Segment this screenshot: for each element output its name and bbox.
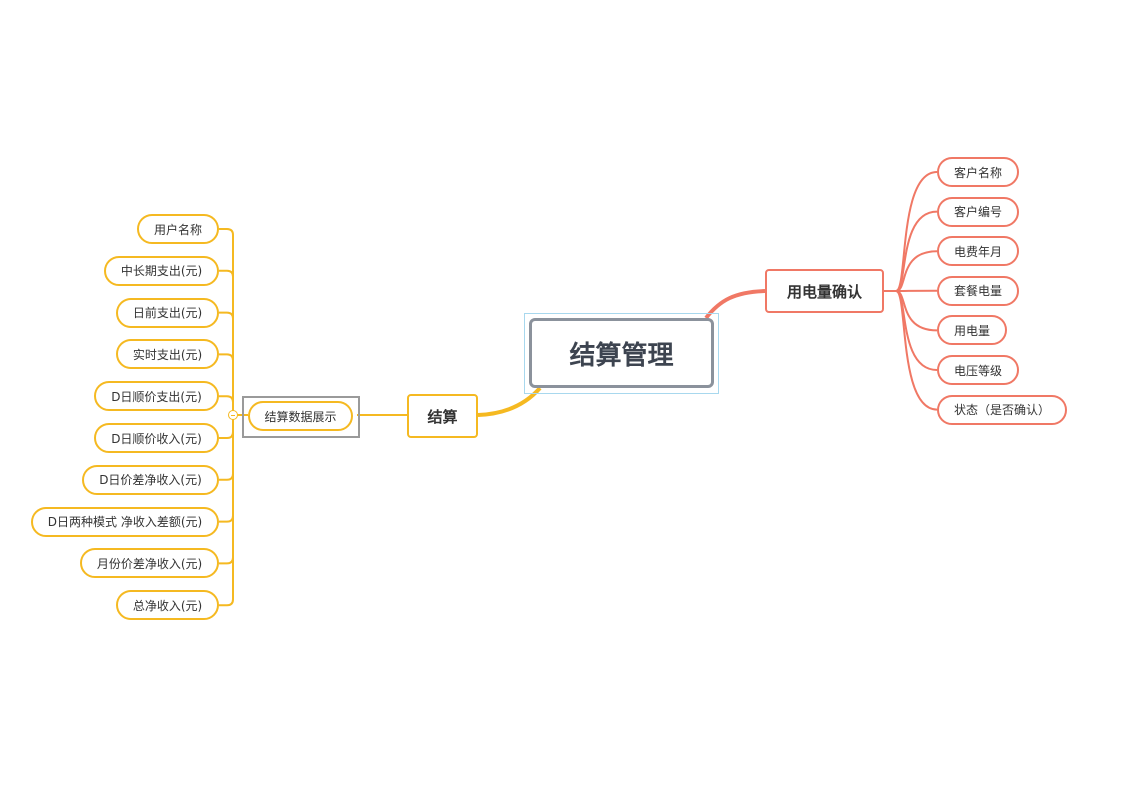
- leaf-right-6[interactable]: 状态（是否确认）: [937, 394, 1067, 425]
- leaf-left-7[interactable]: D日两种模式 净收入差额(元): [31, 506, 219, 537]
- connector-left-leaf: [219, 415, 234, 481]
- leaf-right-1[interactable]: 客户编号: [937, 196, 1019, 227]
- connector-left-leaf: [219, 269, 234, 415]
- leaf-left-label: 日前支出(元): [132, 306, 203, 321]
- connector-root-left: [477, 386, 542, 417]
- connector-left-leaf: [219, 228, 234, 415]
- leaf-right-label: 状态（是否确认）: [953, 403, 1050, 418]
- leaf-right-5[interactable]: 电压等级: [937, 355, 1019, 385]
- leaf-left-label: D日两种模式 净收入差额(元): [47, 515, 203, 530]
- leaf-right-0[interactable]: 客户名称: [937, 157, 1019, 187]
- subtopic-selection-frame: [242, 396, 360, 438]
- leaf-left-label: 实时支出(元): [132, 347, 203, 362]
- subtopic-settlement-data-display-label: 结算数据展示: [264, 409, 337, 424]
- subtopic-settlement-data-display[interactable]: 结算数据展示: [248, 401, 353, 431]
- leaf-left-9[interactable]: 总净收入(元): [116, 590, 219, 621]
- connector-right-leaf: [884, 250, 938, 292]
- leaf-left-label: 中长期支出(元): [120, 264, 203, 279]
- leaf-right-label: 用电量: [953, 323, 990, 338]
- leaf-right-label: 电压等级: [953, 363, 1002, 378]
- leaf-left-8[interactable]: 月份价差净收入(元): [80, 548, 219, 579]
- connector-left-leaf: [219, 311, 234, 415]
- root-topic-label: 结算管理: [569, 340, 674, 371]
- leaf-right-2[interactable]: 电费年月: [937, 236, 1019, 267]
- leaf-left-label: D日价差净收入(元): [99, 473, 202, 488]
- right-leaf-connectors: [884, 171, 938, 411]
- topic-settlement-label: 结算: [427, 407, 458, 426]
- root-topic[interactable]: 结算管理: [529, 318, 714, 388]
- left-leaf-connectors: [219, 228, 234, 607]
- leaf-right-4[interactable]: 用电量: [937, 315, 1007, 346]
- leaf-left-6[interactable]: D日价差净收入(元): [82, 464, 219, 495]
- leaf-left-label: D日顺价支出(元): [111, 389, 202, 404]
- leaf-left-label: 用户名称: [153, 222, 202, 237]
- leaf-left-3[interactable]: 实时支出(元): [116, 339, 219, 370]
- root-selection-frame: [524, 313, 719, 394]
- connector-left-leaf: [219, 395, 234, 415]
- connector-right-leaf: [884, 171, 938, 292]
- leaf-right-3[interactable]: 套餐电量: [937, 275, 1019, 306]
- leaf-left-2[interactable]: 日前支出(元): [116, 297, 219, 328]
- connector-right-leaf: [884, 290, 938, 332]
- connector-left-leaf: [219, 415, 234, 523]
- leaf-left-5[interactable]: D日顺价收入(元): [94, 423, 219, 453]
- topic-electricity-confirm[interactable]: 用电量确认: [765, 269, 884, 313]
- connector-left-leaf: [219, 415, 234, 607]
- leaf-left-label: D日顺价收入(元): [111, 431, 202, 446]
- leaf-left-1[interactable]: 中长期支出(元): [104, 255, 219, 286]
- leaf-left-label: 总净收入(元): [132, 598, 203, 613]
- leaf-right-label: 客户编号: [953, 205, 1002, 220]
- leaf-right-label: 套餐电量: [953, 284, 1002, 299]
- collapse-toggle-icon[interactable]: [228, 410, 238, 420]
- topic-settlement[interactable]: 结算: [407, 394, 478, 438]
- topic-electricity-confirm-label: 用电量确认: [786, 282, 862, 301]
- connector-right-leaf: [884, 290, 938, 411]
- connector-left-leaf: [219, 353, 234, 415]
- leaf-left-label: 月份价差净收入(元): [96, 556, 203, 571]
- leaf-right-label: 电费年月: [953, 244, 1002, 259]
- leaf-left-0[interactable]: 用户名称: [137, 214, 219, 244]
- leaf-right-label: 客户名称: [953, 165, 1002, 180]
- leaf-left-4[interactable]: D日顺价支出(元): [94, 381, 219, 412]
